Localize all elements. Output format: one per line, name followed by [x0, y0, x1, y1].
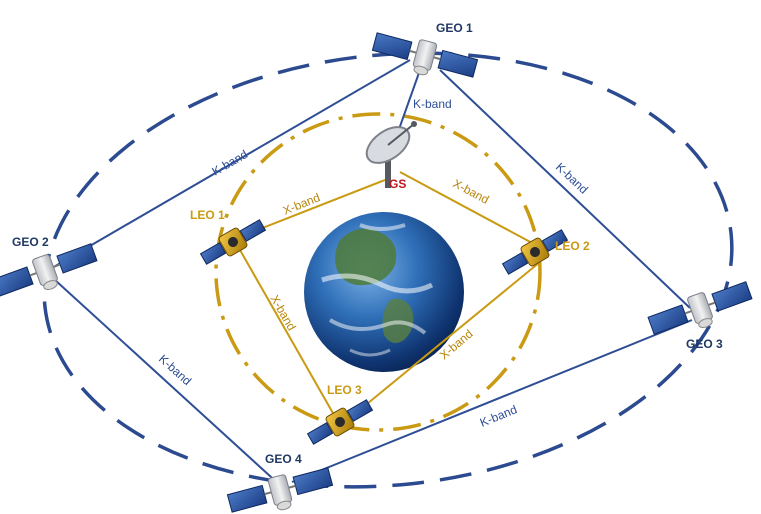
link-gs-leo2 — [399, 171, 535, 245]
k-band-links — [51, 59, 693, 488]
geo2-satellite-icon — [0, 243, 98, 297]
leo-orbit — [214, 112, 542, 432]
geo3-label: GEO 3 — [686, 337, 723, 351]
geo1-label: GEO 1 — [436, 21, 473, 35]
link-geo1-geo3 — [439, 69, 691, 309]
leo1-label: LEO 1 — [190, 208, 225, 222]
leo3-label: LEO 3 — [327, 383, 362, 397]
link-geo2-geo4 — [54, 279, 283, 488]
geo3-satellite-icon — [647, 281, 753, 335]
x-band-links — [239, 171, 541, 423]
geo4-label: GEO 4 — [265, 452, 302, 466]
earth — [304, 212, 464, 372]
gs-label: GS — [389, 177, 406, 191]
k-band-label-geo1-geo3: K-band — [553, 160, 591, 197]
k-band-label-geo4-geo3: K-band — [478, 402, 519, 429]
geo1-satellite-icon — [371, 32, 479, 78]
geo4-satellite-icon — [226, 467, 334, 513]
leo2-satellite-icon — [501, 229, 569, 275]
k-band-label-geo1-gs: K-band — [413, 97, 452, 111]
link-geo1-gs — [397, 69, 421, 133]
k-band-label-geo1-geo2: K-band — [210, 147, 251, 178]
geo-orbit — [42, 51, 734, 489]
leo1-satellite-icon — [199, 219, 267, 265]
link-gs-leo1 — [241, 177, 391, 237]
ground-station-dish-icon — [365, 121, 417, 188]
link-geo4-geo3 — [291, 319, 693, 483]
leo3-satellite-icon — [306, 399, 374, 445]
link-leo1-leo3 — [239, 249, 339, 423]
k-band-label-geo2-geo4: K-band — [156, 352, 194, 388]
link-leo3-leo2 — [344, 261, 541, 423]
leo2-label: LEO 2 — [555, 239, 590, 253]
link-geo1-geo2 — [51, 59, 411, 269]
geo2-label: GEO 2 — [12, 235, 49, 249]
